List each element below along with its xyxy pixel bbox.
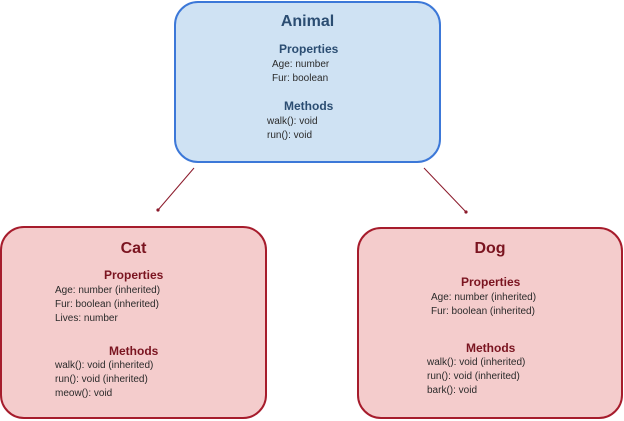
cat-property-lives: Lives: number <box>55 313 118 324</box>
animal-methods-heading: Methods <box>284 99 334 113</box>
cat-method-run: run(): void (inherited) <box>55 374 148 385</box>
connector-animal-dog <box>423 167 467 213</box>
cat-class-node[interactable]: Cat Properties Age: number (inherited) F… <box>0 226 267 419</box>
cat-method-walk: walk(): void (inherited) <box>55 360 154 371</box>
dog-properties-heading: Properties <box>461 275 521 289</box>
animal-properties-heading: Properties <box>279 42 339 56</box>
cat-property-fur: Fur: boolean (inherited) <box>55 299 159 310</box>
cat-class-title: Cat <box>120 240 147 257</box>
dog-method-walk: walk(): void (inherited) <box>427 357 526 368</box>
animal-property-age: Age: number <box>272 59 330 70</box>
connector-cat-endpoint <box>156 208 160 212</box>
dog-class-node[interactable]: Dog Properties Age: number (inherited) F… <box>357 227 623 419</box>
cat-property-age: Age: number (inherited) <box>55 285 161 296</box>
connector-dog-endpoint <box>464 210 468 214</box>
animal-property-fur: Fur: boolean <box>272 73 329 84</box>
dog-method-run: run(): void (inherited) <box>427 371 520 382</box>
cat-method-meow: meow(): void <box>55 388 113 399</box>
dog-property-age: Age: number (inherited) <box>431 292 537 303</box>
dog-class-title: Dog <box>474 240 506 257</box>
connector-animal-cat <box>157 167 195 211</box>
animal-class-title: Animal <box>280 13 335 30</box>
animal-class-node[interactable]: Animal Properties Age: number Fur: boole… <box>174 1 441 163</box>
dog-methods-heading: Methods <box>466 341 516 355</box>
animal-method-run: run(): void <box>267 130 313 141</box>
dog-property-fur: Fur: boolean (inherited) <box>431 306 535 317</box>
animal-method-walk: walk(): void <box>267 116 318 127</box>
cat-methods-heading: Methods <box>109 344 159 358</box>
cat-properties-heading: Properties <box>104 268 164 282</box>
dog-method-bark: bark(): void <box>427 385 478 396</box>
